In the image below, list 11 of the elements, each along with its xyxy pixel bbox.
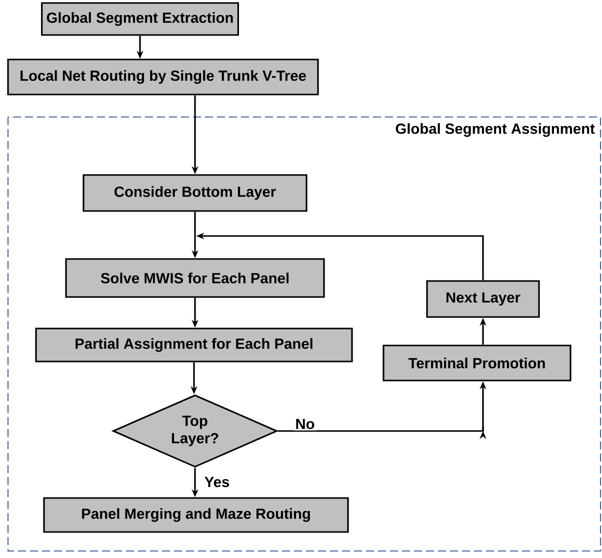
process-box: Consider Bottom Layer (82, 174, 308, 212)
process-box: Terminal Promotion (382, 344, 572, 382)
group-heading: Global Segment Assignment (396, 123, 595, 137)
process-box: Next Layer (426, 280, 540, 318)
process-box: Local Net Routing by Single Trunk V-Tree (7, 58, 319, 96)
edge-label: No (294, 418, 316, 430)
process-box: Solve MWIS for Each Panel (65, 258, 325, 298)
process-box: Partial Assignment for Each Panel (35, 328, 353, 362)
process-box: Global Segment Extraction (41, 2, 239, 36)
process-box: Panel Merging and Maze Routing (43, 497, 349, 533)
edge-label: Yes (203, 476, 231, 488)
